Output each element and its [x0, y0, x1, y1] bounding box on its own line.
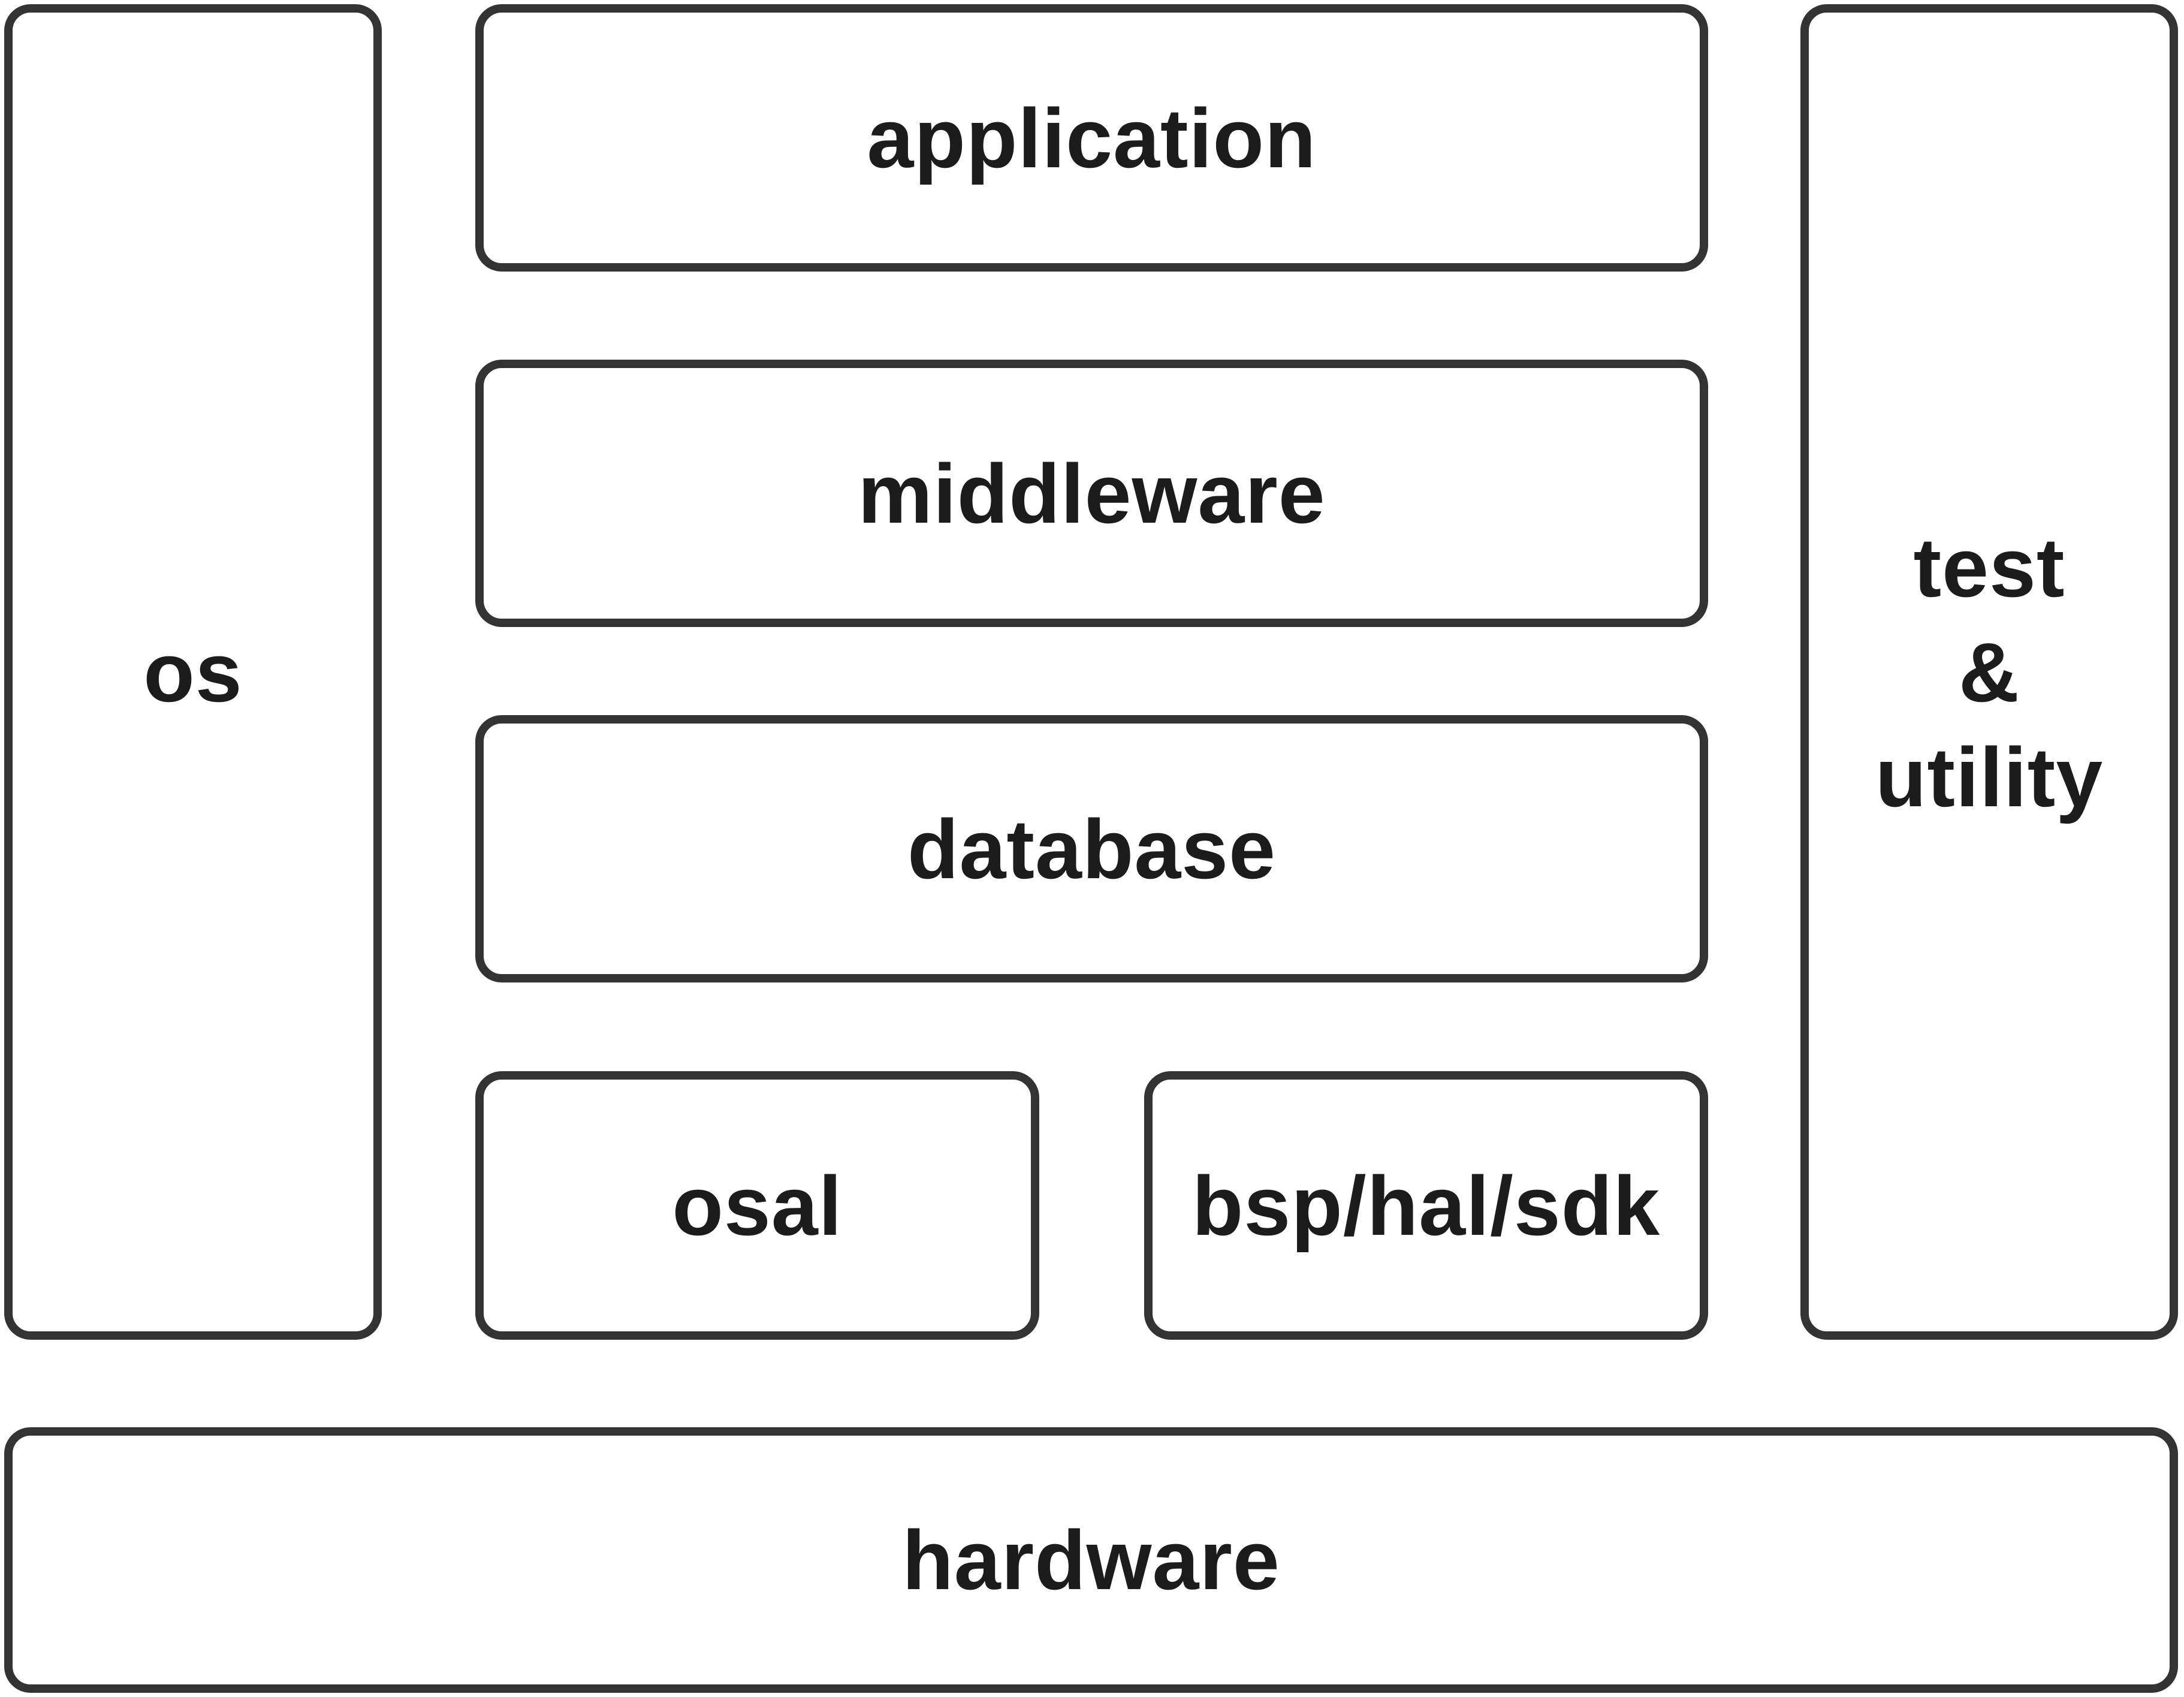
application-label: application: [867, 91, 1317, 185]
test-label: test: [1913, 520, 2065, 614]
os-layer-block: os: [4, 4, 382, 1340]
test-utility-label-stack: test & utility: [1875, 515, 2103, 830]
middleware-layer-block: middleware: [475, 360, 1708, 627]
middleware-label: middleware: [858, 446, 1326, 541]
osal-label: osal: [672, 1158, 843, 1253]
hardware-layer-block: hardware: [4, 1427, 2178, 1693]
ampersand-label: &: [1958, 625, 2020, 719]
database-label: database: [907, 801, 1276, 896]
bsp-hal-sdk-label: bsp/hal/sdk: [1191, 1158, 1661, 1253]
os-label: os: [143, 625, 243, 719]
bsp-hal-sdk-layer-block: bsp/hal/sdk: [1144, 1071, 1708, 1340]
osal-layer-block: osal: [475, 1071, 1039, 1340]
utility-label: utility: [1875, 730, 2104, 824]
test-utility-layer-block: test & utility: [1800, 4, 2178, 1340]
application-layer-block: application: [475, 4, 1708, 272]
database-layer-block: database: [475, 715, 1708, 982]
hardware-label: hardware: [902, 1513, 1280, 1607]
